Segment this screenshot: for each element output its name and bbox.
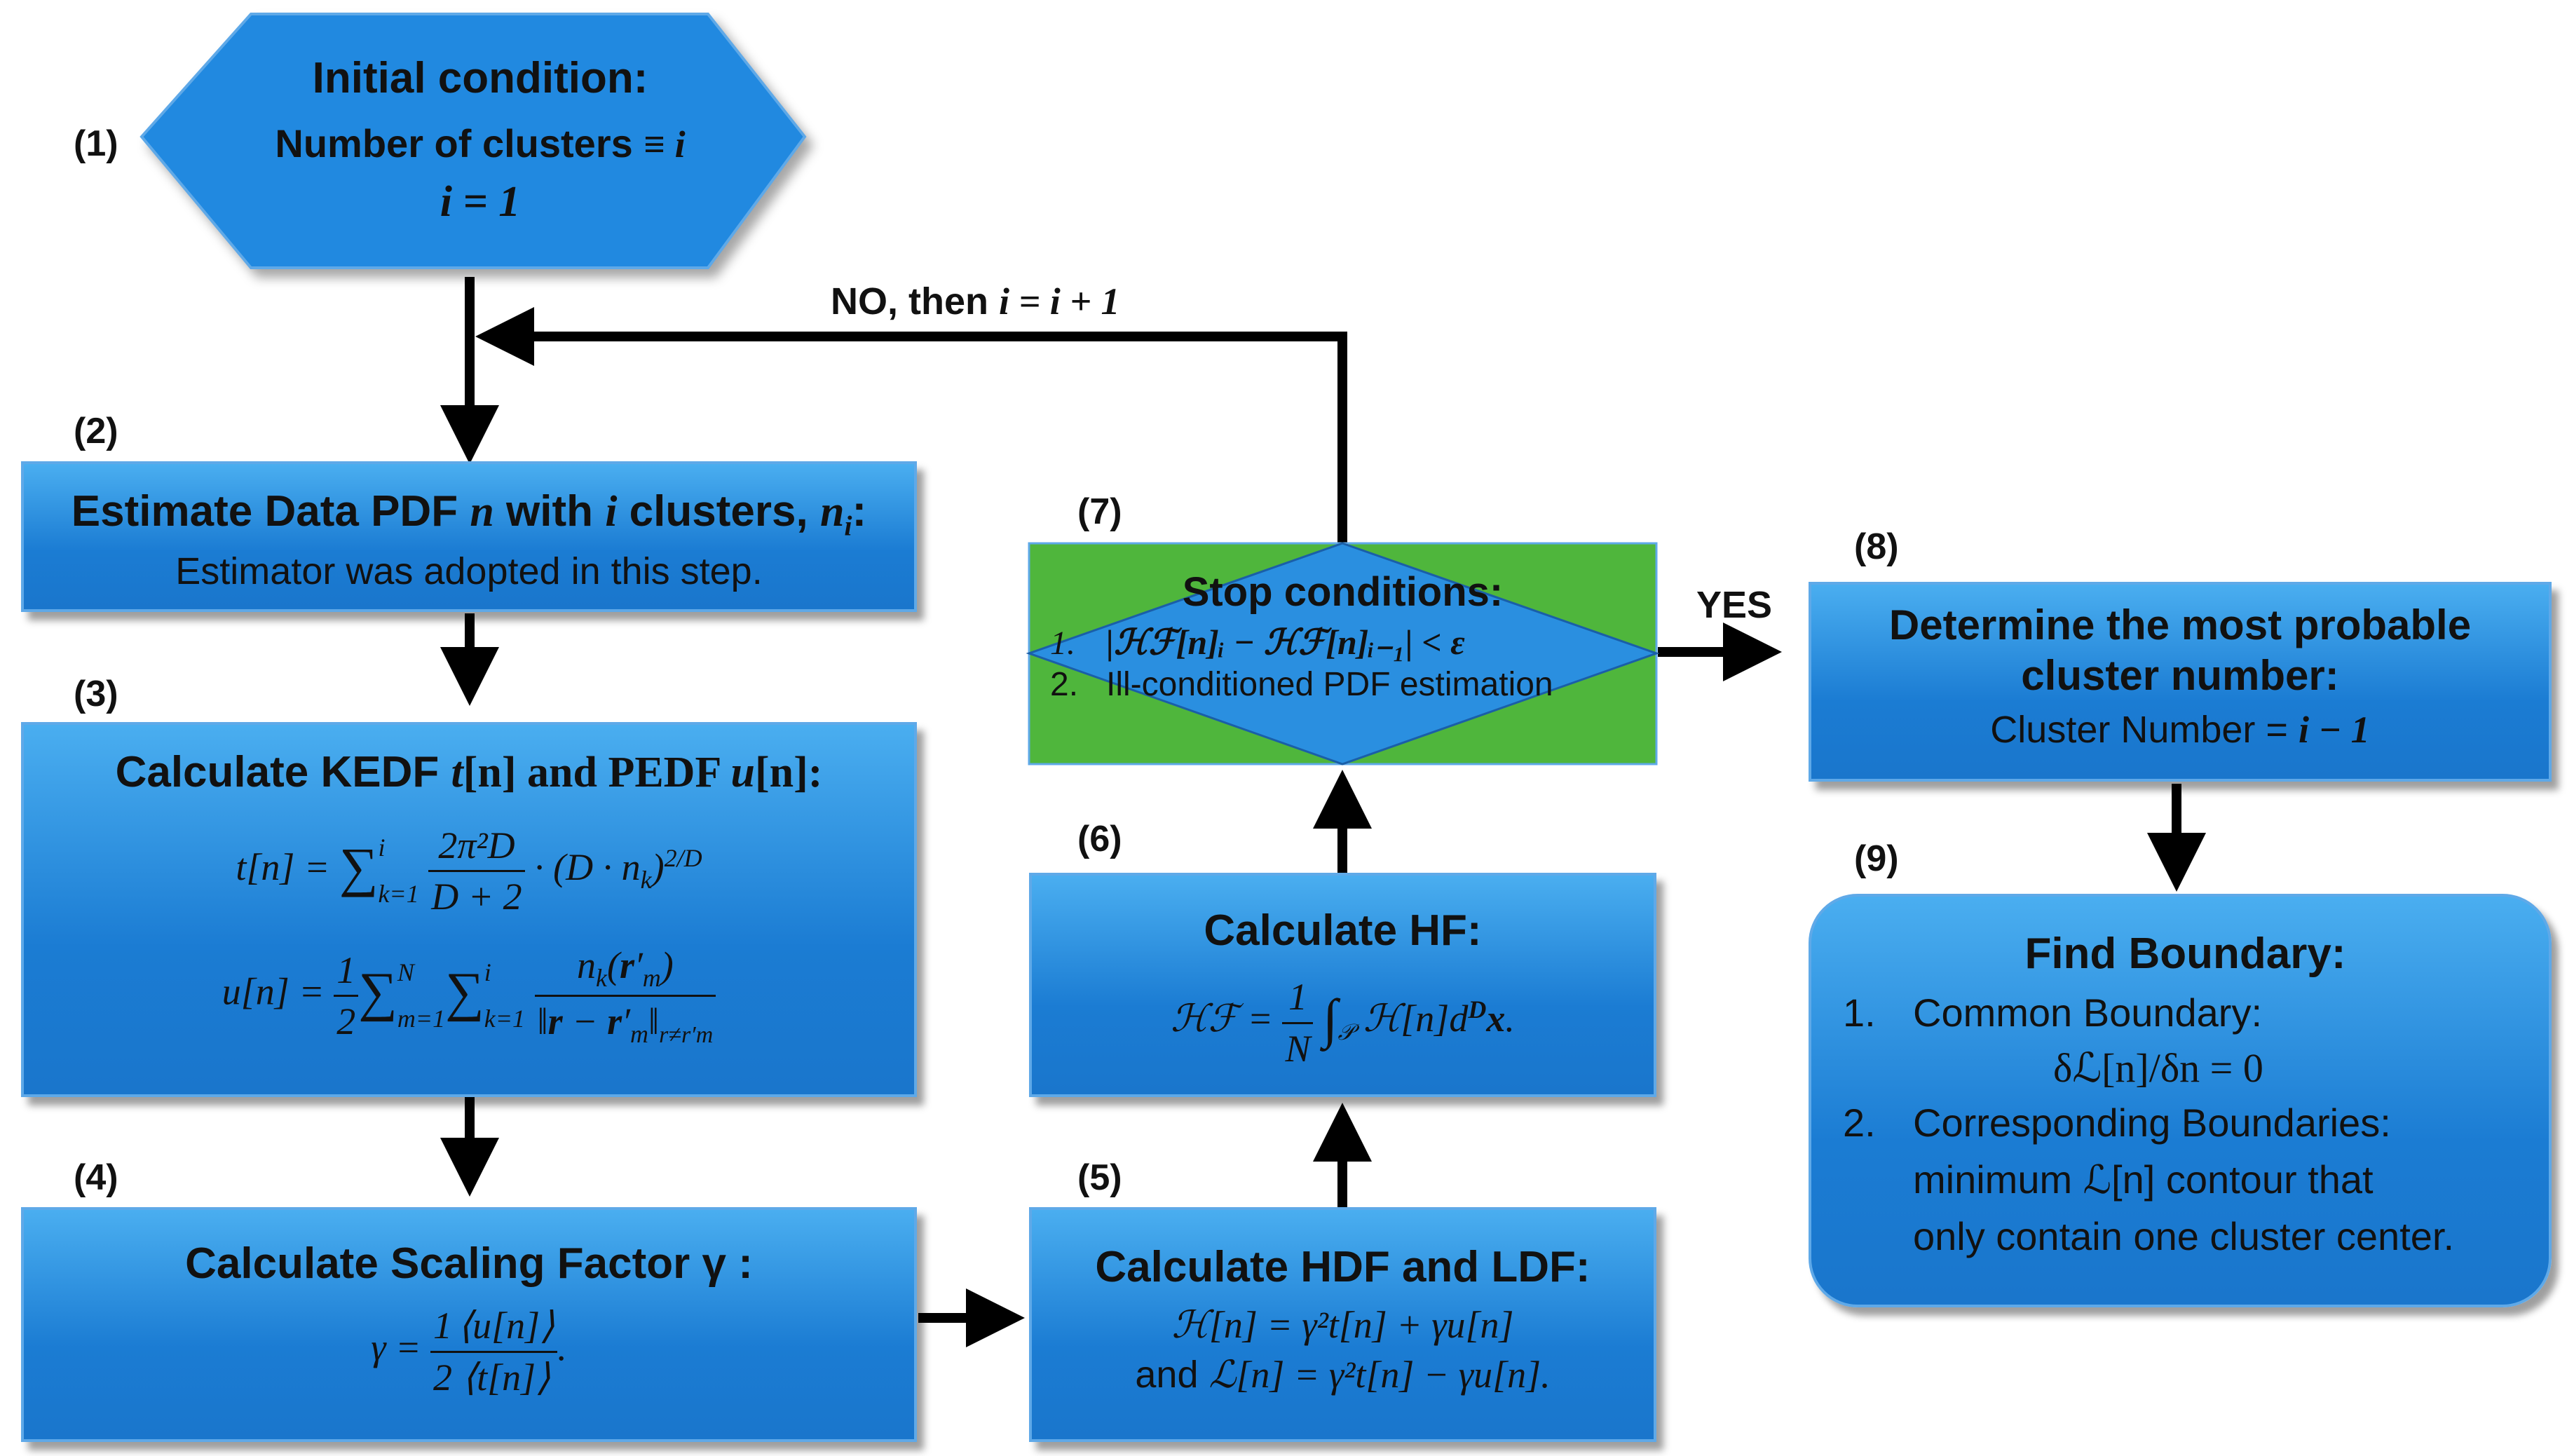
estimate-pdf-title: Estimate Data PDF n with i clusters, ni: xyxy=(24,484,914,544)
t: Cluster Number = xyxy=(1990,709,2299,751)
t: ℒ[n] = γ²t[n] − γu[n]. xyxy=(1208,1353,1551,1396)
cluster-number-title-1: Determine the most probable xyxy=(1888,601,2472,648)
hf-title: Calculate HF: xyxy=(1204,906,1482,955)
step-number: (3) xyxy=(74,674,118,714)
t: 2. xyxy=(1843,1100,1876,1145)
ldf-equation: and ℒ[n] = γ²t[n] − γu[n]. xyxy=(1032,1350,1654,1399)
t: n xyxy=(470,488,494,536)
arrow-loop-no xyxy=(475,307,1347,543)
t: t xyxy=(451,749,463,796)
boundary-item-2-line-3: only contain one cluster center. xyxy=(1913,1214,2455,1259)
cluster-number-result: Cluster Number = i − 1 xyxy=(1811,705,2549,754)
t: 2. xyxy=(1050,665,1079,703)
step-number: (5) xyxy=(1077,1157,1122,1198)
clusters-label: Number of clusters xyxy=(275,121,633,166)
hdf-equation: ℋ[n] = γ²t[n] + γu[n] xyxy=(1171,1304,1514,1347)
t: n xyxy=(819,488,845,536)
t: [n]: xyxy=(755,749,823,796)
find-boundary-list: 1. Common Boundary: δℒ[n]/δn = 0 2. Corres… xyxy=(1843,984,2528,1265)
stop-diamond-shape xyxy=(1026,542,1660,766)
hdf-ldf-box: Calculate HDF and LDF: ℋ[n] = γ²t[n] + γ… xyxy=(1029,1207,1656,1442)
step-number: (9) xyxy=(1854,838,1899,879)
initial-i: i = 1 xyxy=(440,177,521,226)
boundary-item-1: 1. Common Boundary: xyxy=(1843,984,2528,1041)
step-number: (6) xyxy=(1077,819,1122,859)
stop-item-2: 2. Ill-conditioned PDF estimation xyxy=(1050,665,1656,704)
t: Ill-conditioned PDF estimation xyxy=(1106,665,1553,703)
t: : xyxy=(852,487,867,536)
t: 1. xyxy=(1843,991,1876,1035)
t: |ℋℱ[n]ᵢ − ℋℱ[n]ᵢ₋₁| < ε xyxy=(1106,622,1465,662)
boundary-item-2-line-2: minimum ℒ[n] contour that xyxy=(1913,1157,2374,1202)
step-number: (7) xyxy=(1077,491,1122,532)
initial-condition: Initial condition: Number of clusters ≡ … xyxy=(210,53,750,230)
find-boundary-title: Find Boundary: xyxy=(2024,930,2346,978)
stop-item-1: 1. |ℋℱ[n]ᵢ − ℋℱ[n]ᵢ₋₁| < ε xyxy=(1050,620,1656,665)
t: i − 1 xyxy=(2298,709,2370,751)
boundary-equation: δℒ[n]/δn = 0 xyxy=(2053,1045,2263,1091)
stop-conditions: Stop conditions: 1. |ℋℱ[n]ᵢ − ℋℱ[n]ᵢ₋₁| <… xyxy=(1029,568,1656,704)
t: Common Boundary: xyxy=(1913,991,2263,1035)
yes-label: YES xyxy=(1696,584,1773,626)
hexagon-shape xyxy=(139,13,807,269)
clusters-definition: Number of clusters ≡ i xyxy=(210,120,750,169)
initial-condition-title: Initial condition: xyxy=(312,54,648,102)
cluster-number-title-2: cluster number: xyxy=(2021,652,2339,699)
hdf-ldf-title: Calculate HDF and LDF: xyxy=(1095,1243,1591,1291)
step-number: (1) xyxy=(74,123,118,164)
t: with xyxy=(493,487,606,536)
t: [n] and PEDF xyxy=(463,749,731,796)
kedf-pedf-title: Calculate KEDF t[n] and PEDF u[n]: xyxy=(24,744,914,801)
stop-conditions-list: 1. |ℋℱ[n]ᵢ − ℋℱ[n]ᵢ₋₁| < ε 2. Ill-conditio… xyxy=(1029,620,1656,704)
step-number: (4) xyxy=(74,1157,118,1198)
clusters-symbol: ≡ i xyxy=(644,123,686,166)
t: i xyxy=(844,510,852,542)
boundary-item-2: 2. Corresponding Boundaries: xyxy=(1843,1094,2528,1151)
estimate-pdf-sub: Estimator was adopted in this step. xyxy=(175,550,763,593)
t: 1. xyxy=(1050,624,1075,662)
t: Estimate Data PDF xyxy=(71,487,470,536)
stop-conditions-title: Stop conditions: xyxy=(1182,569,1504,615)
t: Calculate KEDF xyxy=(115,748,451,796)
t: and xyxy=(1135,1353,1209,1396)
scaling-factor-title: Calculate Scaling Factor γ : xyxy=(185,1239,753,1288)
t: i xyxy=(605,488,618,536)
step-number: (2) xyxy=(74,411,118,451)
t: u xyxy=(730,749,755,796)
no-math: i = i + 1 xyxy=(999,280,1120,322)
find-boundary-box: Find Boundary: 1. Common Boundary: δℒ[n]/… xyxy=(1809,894,2552,1307)
step-number: (8) xyxy=(1854,526,1899,567)
cluster-number-box: Determine the most probable cluster numb… xyxy=(1809,582,2552,782)
kedf-pedf-box: Calculate KEDF t[n] and PEDF u[n]: t[n] … xyxy=(21,722,917,1097)
t: clusters, xyxy=(617,487,820,536)
no-label: NO, then i = i + 1 xyxy=(831,277,1120,326)
no-text: NO, then xyxy=(831,280,999,322)
estimate-pdf-box: Estimate Data PDF n with i clusters, ni:… xyxy=(21,461,917,612)
t: Corresponding Boundaries: xyxy=(1913,1100,2391,1145)
